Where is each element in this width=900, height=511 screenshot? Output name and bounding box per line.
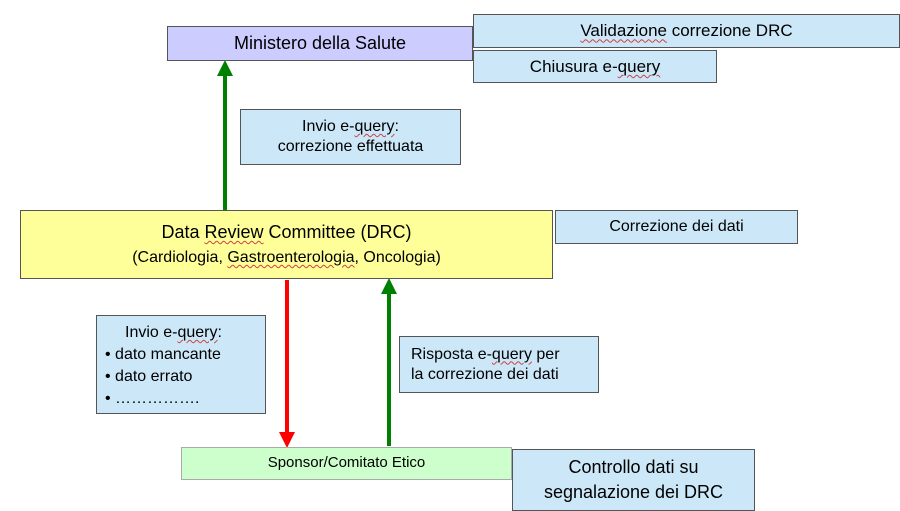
- chiusura-box: Chiusura e-query: [473, 50, 717, 83]
- drc-title: Data Review Committee (DRC): [161, 222, 412, 242]
- correzione-dati-box: Correzione dei dati: [555, 210, 798, 244]
- drc-box: Data Review Committee (DRC) (Cardiologia…: [20, 210, 553, 279]
- validazione-box: Validazione correzione DRC: [473, 14, 900, 48]
- invio-correzione-box: Invio e-query: correzione effettuata: [240, 109, 461, 165]
- drc-subtitle: (Cardiologia, Gastroenterologia, Oncolog…: [132, 249, 441, 266]
- risposta-line1: Risposta e-query per: [411, 345, 560, 363]
- bullet-item: • …………….: [105, 390, 200, 408]
- correzione-dati-label: Correzione dei dati: [609, 218, 744, 235]
- bullet-item: • dato mancante: [105, 346, 221, 364]
- invio-correzione-line2: correzione effettuata: [277, 138, 424, 155]
- sponsor-label: Sponsor/Comitato Etico: [267, 454, 426, 472]
- ministero-box: Ministero della Salute: [167, 26, 473, 61]
- controllo-line2: segnalazione dei DRC: [543, 482, 724, 502]
- ministero-label: Ministero della Salute: [233, 33, 407, 54]
- sponsor-box: Sponsor/Comitato Etico: [181, 447, 512, 480]
- controllo-line1: Controllo dati su: [568, 456, 699, 477]
- validazione-label: Validazione correzione DRC: [580, 21, 793, 41]
- risposta-query-box: Risposta e-query per la correzione dei d…: [399, 336, 599, 393]
- bullet-item: • dato errato: [105, 368, 193, 386]
- invio-query-box: Invio e-query: • dato mancante • dato er…: [96, 315, 266, 414]
- invio-correzione-line1: Invio e-query:: [302, 118, 399, 135]
- invio-query-title: Invio e-query:: [125, 324, 222, 341]
- risposta-line2: la correzione dei dati: [411, 365, 559, 383]
- controllo-box: Controllo dati su segnalazione dei DRC: [512, 449, 755, 511]
- chiusura-label: Chiusura e-query: [529, 56, 661, 76]
